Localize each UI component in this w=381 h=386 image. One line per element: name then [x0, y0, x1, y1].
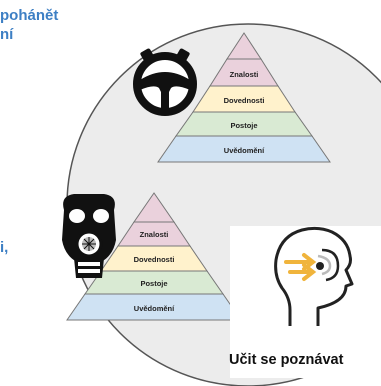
text-fragment-second: ní	[0, 26, 14, 43]
pyramid-top-label-4: Uvědomění	[224, 146, 265, 155]
pyramid-top-level-4	[157, 135, 331, 163]
gas-mask-icon	[62, 194, 116, 278]
text-fragment-middle: i,	[0, 239, 9, 256]
head-insight-icon	[274, 226, 354, 326]
pyramid-bottom-label-3: Postoje	[140, 279, 167, 288]
pyramid-bottom: Znalosti Dovednosti Postoje Uvědomění	[66, 192, 242, 321]
steering-wheel-icon	[133, 48, 197, 116]
pyramid-bottom-label-2: Dovednosti	[134, 255, 175, 264]
pyramid-bottom-label-1: Znalosti	[140, 230, 169, 239]
pyramid-top-label-1: Znalosti	[230, 70, 259, 79]
learn-caption: Učit se poznávat	[229, 352, 344, 368]
pyramid-top: Znalosti Dovednosti Postoje Uvědomění	[157, 32, 331, 163]
pyramid-top-label-2: Dovednosti	[224, 96, 265, 105]
pyramid-top-label-3: Postoje	[230, 121, 257, 130]
pyramid-bottom-label-4: Uvědomění	[134, 304, 175, 313]
learn-box	[230, 226, 381, 378]
text-fragment-top: pohánět	[0, 7, 59, 24]
